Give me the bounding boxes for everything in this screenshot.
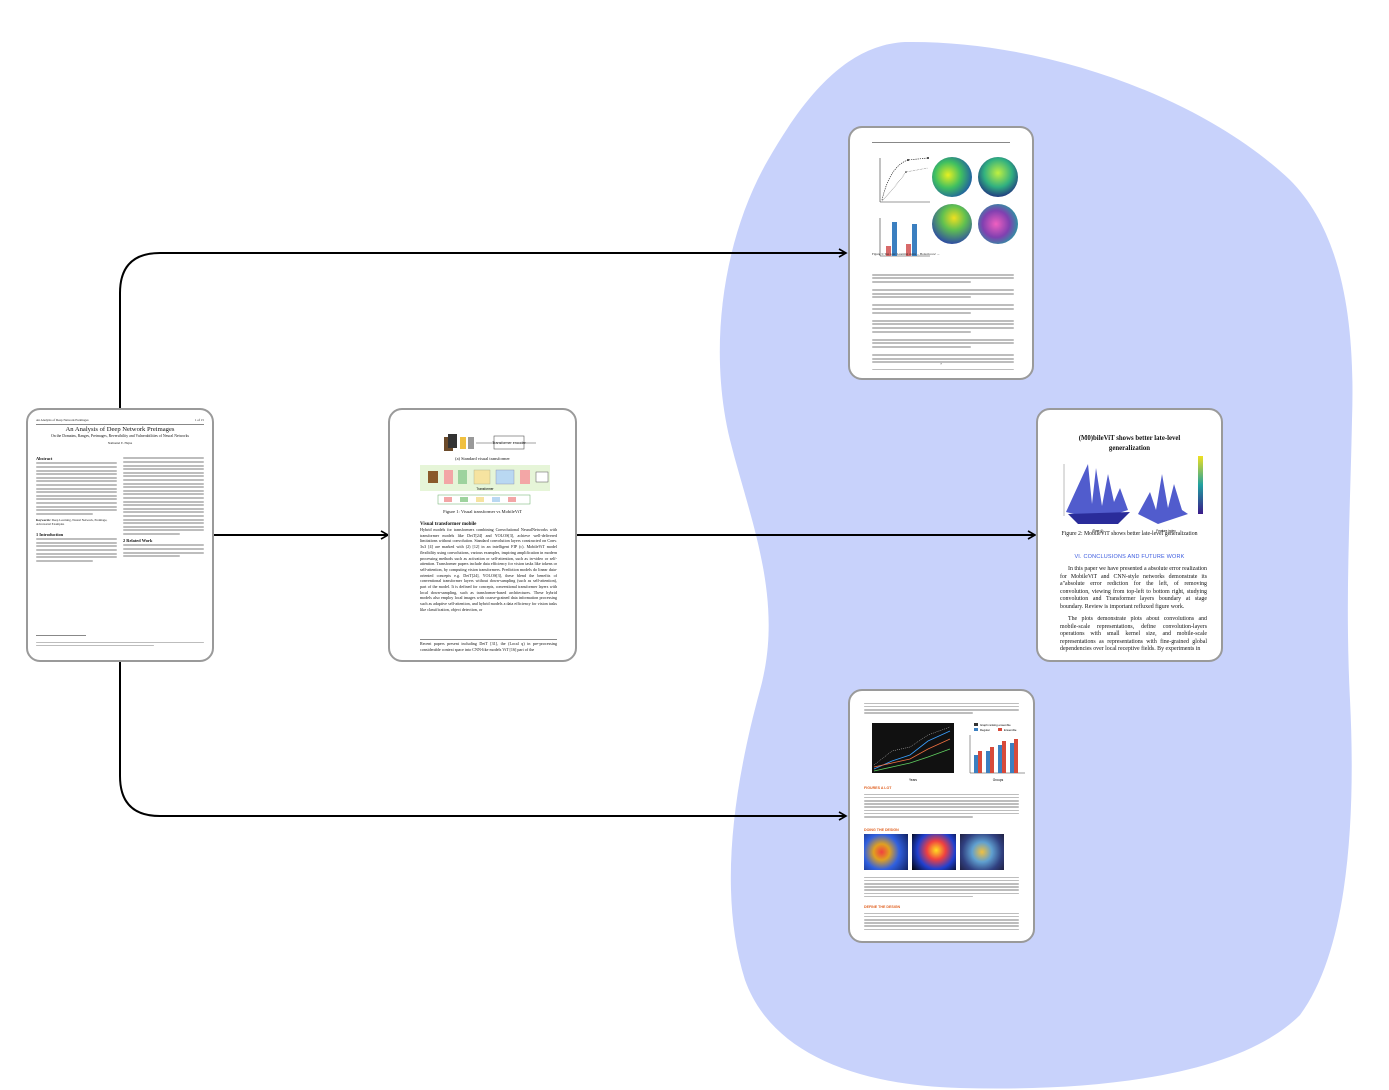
conclusion-para-1: In this paper we have presented a absolu…	[1060, 566, 1207, 610]
transformer-paper-page: Transformer encoder (a) Standard visual …	[388, 408, 577, 662]
body-text-3	[864, 911, 1019, 932]
legend-ranking: Graph ranking ensemble	[980, 723, 1011, 727]
legend-ensemble: Ensemble	[1004, 728, 1017, 732]
accuracy-bar-plot	[879, 218, 930, 257]
axis-years: Years	[909, 778, 917, 782]
body-text: Hybrid models for transformers combining…	[420, 527, 557, 612]
arrow-to-bottom-page	[119, 661, 848, 821]
heading-figures: FIGURES A LOT	[864, 786, 892, 790]
page-number: 1 of 15	[194, 418, 204, 422]
related-work-text	[123, 544, 204, 558]
caption-a: (a) Standard visual transformer	[455, 456, 510, 461]
paper-author: Nathaniel E. Hajna	[107, 441, 133, 446]
heatmap-1	[932, 157, 972, 197]
figure-standard-transformer: Transformer encoder	[444, 434, 536, 451]
line-chart: Years	[872, 723, 954, 782]
paper-title: An Analysis of Deep Network Preimages	[65, 426, 175, 434]
section-introduction: 1 Introduction	[36, 531, 64, 537]
figure-caption: Figure 1: Visual transformer vs MobileVi…	[443, 509, 522, 514]
conclusion-para-2: The plots demonstrate plots about convol…	[1060, 616, 1207, 652]
axis-feature: Feature index	[1156, 529, 1176, 533]
figure-caption: Figure 3: Top row: Learning curve ... Bo…	[872, 252, 940, 256]
axis-time: Time (t)	[1093, 529, 1104, 533]
keywords: Keywords: Deep Learning, Neural Network,…	[36, 517, 108, 527]
results-paper-page-bottom: Years Graph ranking ensemble Regular Ens…	[848, 689, 1035, 943]
section-heading: Visual transformer mobile	[420, 522, 477, 527]
surface-plot: Time (t) Feature index	[1063, 456, 1203, 533]
running-head: An Analysis of Deep Network Preimages	[36, 418, 89, 422]
figure-caption: Figure 2: MobileViT shows better late-le…	[1061, 531, 1198, 537]
intro-text	[864, 701, 1019, 715]
section-related-work: 2 Related Work	[123, 537, 153, 543]
footnote	[36, 640, 204, 648]
introduction-text	[36, 538, 117, 562]
transformer-encoder-label: Transformer encoder	[492, 441, 526, 445]
abstract-heading: Abstract	[36, 455, 53, 461]
source-paper-page: An Analysis of Deep Network Preimages 1 …	[26, 408, 214, 662]
right-column-text	[123, 457, 204, 535]
heading-doing: DOING THE DESIGN	[864, 828, 899, 832]
bar-chart: Graph ranking ensemble Regular Ensemble …	[969, 723, 1025, 782]
figure-title: (M0)bileViT shows better late-level gene…	[1078, 435, 1181, 452]
legend-regular: Regular	[980, 728, 990, 732]
heatmap-4	[978, 204, 1018, 244]
heatmap-2	[978, 157, 1018, 197]
results-paper-page-right: (M0)bileViT shows better late-level gene…	[1036, 408, 1223, 662]
axis-groups: Groups	[993, 778, 1004, 782]
section-heading: VI. CONCLUSIONS AND FUTURE WORK	[1074, 554, 1185, 560]
footer-text: Recent papers present including DeiT [31…	[420, 641, 557, 652]
image-3	[960, 834, 1004, 870]
figure-mobilevit: Transformer	[420, 465, 550, 505]
body-text-1	[864, 792, 1019, 819]
body-text	[872, 272, 1014, 370]
page-number: 7	[940, 361, 942, 366]
arrow-to-top-page	[119, 248, 848, 408]
image-2	[912, 834, 956, 870]
body-text-2	[864, 875, 1019, 899]
heatmap-3	[932, 204, 972, 244]
abstract-text	[36, 462, 117, 515]
heading-define: DEFINE THE DESIGN	[864, 905, 901, 909]
results-paper-page-top: Figure 3: Top row: Learning curve ... Bo…	[848, 126, 1034, 380]
learning-curve-plot	[879, 157, 930, 203]
transformer-label: Transformer	[476, 487, 494, 491]
colorbar	[1198, 456, 1203, 514]
image-1	[864, 834, 908, 870]
paper-subtitle: On the Domains, Ranges, Preimages, Rever…	[51, 434, 189, 439]
